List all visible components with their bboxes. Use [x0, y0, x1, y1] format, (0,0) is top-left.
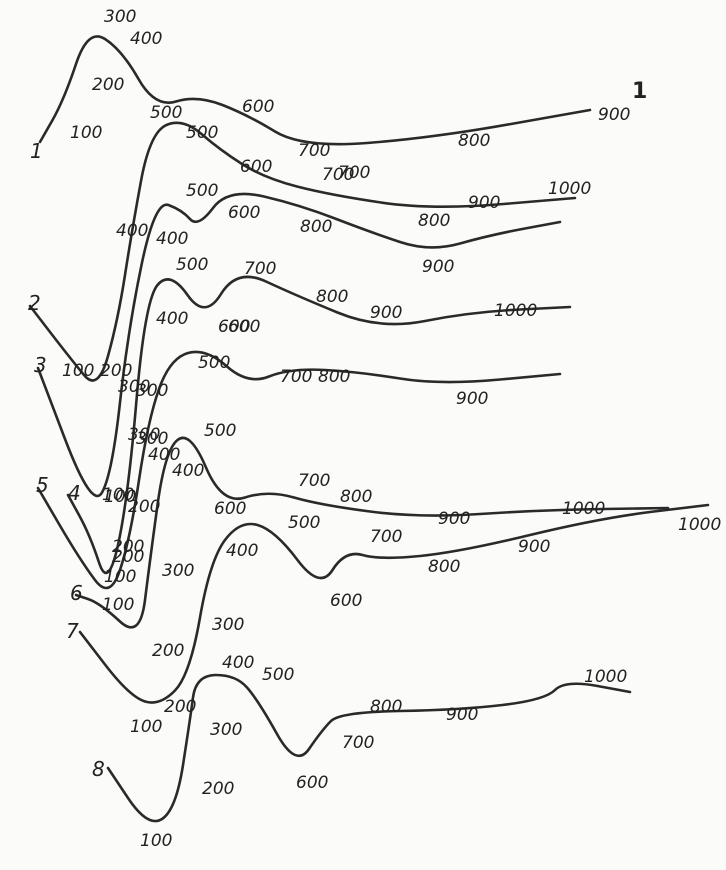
point-label: 500 — [186, 123, 218, 143]
point-label: 200 — [202, 779, 234, 799]
point-label: 200 — [152, 641, 184, 661]
point-label: 300 — [136, 381, 168, 401]
point-label: 200 — [128, 497, 160, 517]
point-label: 600 — [240, 157, 272, 177]
point-label: 300 — [136, 429, 168, 449]
point-label: 400 — [130, 29, 162, 49]
point-label: 600 — [242, 97, 274, 117]
point-label: 300 — [104, 7, 136, 27]
series-line — [78, 503, 710, 704]
series-label: 4 — [68, 481, 81, 505]
point-label: 100 — [140, 831, 172, 851]
point-label: 500 — [288, 513, 320, 533]
point-label: 500 — [198, 353, 230, 373]
series-label: 3 — [34, 353, 47, 377]
point-label: 400 — [172, 461, 204, 481]
point-label: 700 — [342, 733, 374, 753]
series-line — [106, 673, 632, 823]
point-label: 100 — [70, 123, 102, 143]
point-label: 300 — [210, 720, 242, 740]
series-line — [74, 436, 670, 629]
point-label: 200 — [164, 697, 196, 717]
point-label: 700 — [298, 471, 330, 491]
point-label: 800 — [458, 131, 490, 151]
point-label: 700 — [244, 259, 276, 279]
series-line — [36, 350, 562, 590]
point-label: 100 — [102, 595, 134, 615]
point-label: 700 — [322, 165, 354, 185]
point-label: 500 — [204, 421, 236, 441]
series-line — [36, 192, 562, 498]
point-label: 500 — [150, 103, 182, 123]
point-label: 800 — [340, 487, 372, 507]
series-label: 5 — [36, 473, 49, 497]
point-label: 900 — [422, 257, 454, 277]
point-label: 1000 — [548, 179, 591, 199]
point-label: 200 — [92, 75, 124, 95]
point-label: 700 — [338, 163, 370, 183]
point-label: 300 — [162, 561, 194, 581]
point-label: 800 — [418, 211, 450, 231]
point-label: 800 — [370, 697, 402, 717]
point-label: 200 — [112, 547, 144, 567]
series-line — [66, 275, 572, 575]
series-line — [28, 121, 577, 382]
point-label: 900 — [446, 705, 478, 725]
series-line — [38, 35, 592, 146]
point-label: 300 — [128, 425, 160, 445]
point-label: 900 — [456, 389, 488, 409]
point-label: 700 — [370, 527, 402, 547]
point-label: 1000 — [494, 301, 537, 321]
point-label: 500 — [262, 665, 294, 685]
point-label: 500 — [186, 181, 218, 201]
curve-layer — [28, 35, 710, 823]
point-label: 400 — [226, 541, 258, 561]
point-label: 400 — [116, 221, 148, 241]
point-label: 100 — [104, 567, 136, 587]
point-label: 600 — [214, 499, 246, 519]
series-label: 8 — [92, 757, 105, 781]
point-label: 900 — [438, 509, 470, 529]
point-label: 600 — [218, 317, 250, 337]
point-label: 400 — [156, 309, 188, 329]
point-label: 900 — [370, 303, 402, 323]
point-label: 600 — [330, 591, 362, 611]
point-label: 400 — [148, 445, 180, 465]
point-label: 800 — [318, 367, 350, 387]
point-label: 800 — [316, 287, 348, 307]
series-label: 1 — [30, 139, 43, 163]
point-label: 100 — [130, 717, 162, 737]
point-label: 100 — [104, 487, 136, 507]
point-label: 1000 — [678, 515, 721, 535]
point-label: 700 — [298, 141, 330, 161]
point-label: 900 — [468, 193, 500, 213]
point-label: 900 — [598, 105, 630, 125]
point-label: 300 — [118, 377, 150, 397]
point-label: 1000 — [584, 667, 627, 687]
point-label: 300 — [212, 615, 244, 635]
series-label: 2 — [28, 291, 41, 315]
series-label: 6 — [70, 581, 83, 605]
point-label: 800 — [300, 217, 332, 237]
point-label: 900 — [518, 537, 550, 557]
point-label: 1000 — [562, 499, 605, 519]
point-label: 500 — [176, 255, 208, 275]
point-label: 400 — [222, 653, 254, 673]
point-label: 600 — [228, 203, 260, 223]
point-label: 100 — [62, 361, 94, 381]
point-label: 200 — [100, 361, 132, 381]
figure-label: 1 — [632, 79, 647, 104]
series-label: 7 — [66, 619, 79, 643]
point-label: 400 — [156, 229, 188, 249]
point-label: 200 — [112, 537, 144, 557]
point-label: 100 — [102, 485, 134, 505]
point-label: 600 — [296, 773, 328, 793]
point-label: 600 — [228, 317, 260, 337]
point-label: 800 — [428, 557, 460, 577]
point-label: 700 — [280, 367, 312, 387]
